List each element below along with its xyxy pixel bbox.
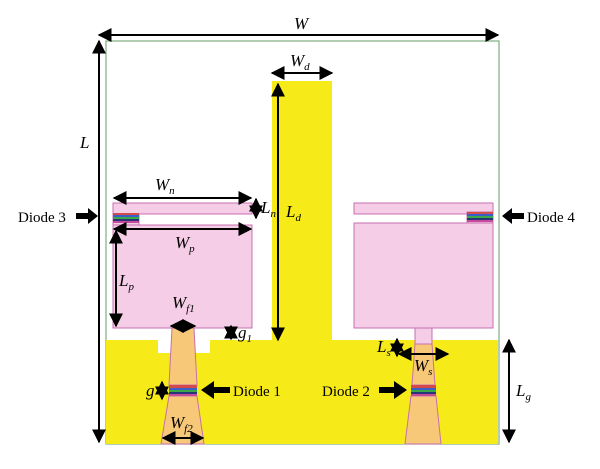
diode-4-arrow xyxy=(502,208,524,224)
label-diode-4: Diode 4 xyxy=(527,210,575,226)
right-feed-lower xyxy=(404,395,442,445)
diode-2-arrow xyxy=(379,381,407,399)
label-Wf1: Wf1 xyxy=(172,293,195,315)
label-Ws: Ws xyxy=(414,356,432,378)
ground-plane xyxy=(106,340,498,444)
label-Wp: Wp xyxy=(175,233,195,255)
label-g1: g1 xyxy=(238,323,252,345)
left-feed-upper xyxy=(168,327,198,386)
label-Ln: Ln xyxy=(260,198,276,220)
label-W: W xyxy=(294,14,310,33)
diode-1-body xyxy=(169,385,197,396)
label-Wf2: Wf2 xyxy=(170,413,193,435)
right-strip xyxy=(353,202,494,215)
label-Wd: Wd xyxy=(290,51,310,73)
label-Wn: Wn xyxy=(155,175,175,197)
center-stub xyxy=(272,81,332,343)
label-Ld: Ld xyxy=(285,202,301,224)
diode-4-body xyxy=(467,212,493,222)
label-Ls: Ls xyxy=(376,337,391,359)
label-diode-1: Diode 1 xyxy=(233,384,281,400)
label-diode-2: Diode 2 xyxy=(322,384,370,400)
diode-3-body xyxy=(113,213,139,223)
diode-3-arrow xyxy=(76,208,98,224)
label-Lg: Lg xyxy=(515,381,531,403)
diode-2-body xyxy=(411,385,436,396)
label-g: g xyxy=(146,381,155,400)
right-patch xyxy=(353,222,494,329)
right-feed-neck xyxy=(414,327,433,345)
label-diode-3: Diode 3 xyxy=(18,210,66,226)
diode-1-arrow xyxy=(201,381,230,399)
left-strip xyxy=(112,202,253,215)
label-L: L xyxy=(79,133,89,152)
label-Lp: Lp xyxy=(118,271,134,293)
